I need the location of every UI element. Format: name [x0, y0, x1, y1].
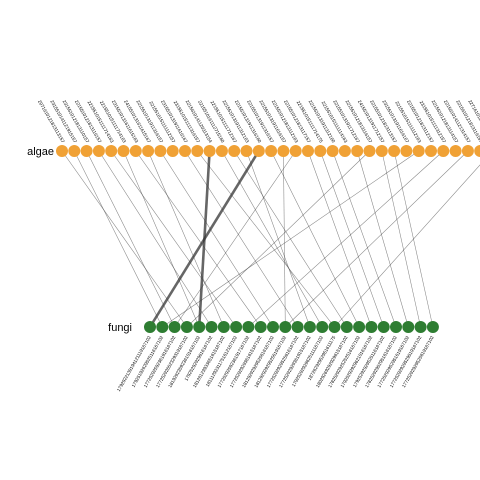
algae-node-9	[166, 145, 179, 157]
edge-5	[123, 150, 200, 328]
algae-node-21	[314, 145, 327, 157]
algae-node-8	[154, 145, 167, 157]
fungi-node-9	[254, 321, 267, 333]
edge-10	[197, 150, 335, 328]
fungi-node-22	[414, 321, 427, 333]
edge-26	[162, 150, 419, 328]
fungi-node-0	[144, 321, 156, 333]
edge-1	[74, 150, 163, 328]
edge-3	[98, 150, 212, 328]
edge-19	[307, 150, 372, 328]
algae-node-5	[117, 145, 130, 157]
edge-7	[147, 150, 225, 328]
edges-layer	[61, 150, 480, 328]
algae-node-20	[302, 145, 314, 157]
fungi-node-6	[217, 321, 230, 333]
edge-6	[135, 150, 261, 328]
algae-node-34	[474, 145, 480, 157]
fungi-node-4	[193, 321, 206, 333]
algae-node-4	[105, 145, 118, 157]
algae-node-7	[142, 145, 155, 157]
algae-node-2	[80, 145, 93, 157]
edge-16	[270, 150, 360, 328]
algae-node-6	[129, 145, 142, 157]
algae-node-0	[56, 145, 68, 157]
fungi-node-14	[316, 321, 329, 333]
algae-node-32	[449, 145, 462, 157]
algae-node-25	[363, 145, 376, 157]
algae-node-33	[461, 145, 474, 157]
fungi-node-15	[328, 321, 341, 333]
edge-23	[186, 150, 370, 328]
fungi-node-18	[365, 321, 378, 333]
algae-node-22	[326, 145, 339, 157]
edge-28	[285, 150, 469, 328]
algae-node-23	[338, 145, 351, 157]
algae-node-3	[92, 145, 105, 157]
fungi-node-12	[291, 321, 304, 333]
fungi-node-21	[402, 321, 415, 333]
fungi-node-5	[205, 321, 218, 333]
fungi-node-2	[168, 321, 181, 333]
edge-21	[332, 150, 397, 328]
algae-node-30	[425, 145, 437, 157]
algae-node-19	[289, 145, 302, 157]
fungi-node-10	[267, 321, 279, 333]
algae-node-31	[437, 145, 450, 157]
bottom-nodes-layer: 1792922139194121119167102179251926295251…	[116, 321, 439, 392]
edge-18	[174, 150, 296, 328]
fungi-node-19	[377, 321, 390, 333]
algae-node-17	[265, 145, 278, 157]
fungi-node-11	[279, 321, 292, 333]
top-row-label: algae	[27, 146, 54, 158]
algae-node-27	[388, 145, 401, 157]
edge-9	[184, 150, 298, 328]
algae-node-13	[215, 145, 228, 157]
fungi-node-20	[390, 321, 402, 333]
algae-node-16	[252, 145, 265, 157]
edge-2	[86, 150, 175, 328]
algae-node-15	[240, 145, 253, 157]
edge-0	[61, 150, 188, 328]
algae-node-18	[277, 145, 290, 157]
algae-node-29	[412, 145, 425, 157]
edge-29	[334, 164, 480, 328]
bottom-row-label: fungi	[108, 322, 132, 334]
edge-22	[356, 150, 409, 328]
fungi-node-17	[353, 321, 366, 333]
edge-27	[248, 150, 444, 328]
fungi-node-8	[242, 321, 255, 333]
edge-15	[148, 150, 260, 328]
edge-20	[320, 150, 384, 328]
edge-12	[221, 150, 323, 328]
algae-node-26	[375, 145, 388, 157]
fungi-node-1	[156, 321, 169, 333]
fungi-node-16	[340, 321, 353, 333]
fungi-node-7	[230, 321, 243, 333]
edge-24	[381, 150, 421, 328]
algae-node-10	[179, 145, 191, 157]
top-nodes-layer: 2071610121813113157231551014112191515723…	[37, 99, 480, 157]
algae-node-1	[68, 145, 81, 157]
algae-node-14	[228, 145, 241, 157]
fungi-node-3	[180, 321, 193, 333]
fungi-node-23	[426, 321, 439, 333]
algae-node-11	[191, 145, 204, 157]
algae-node-24	[351, 145, 364, 157]
edge-8	[160, 150, 274, 328]
algae-node-12	[203, 145, 216, 157]
fungi-node-13	[303, 321, 316, 333]
edge-4	[110, 150, 237, 328]
algae-node-28	[400, 145, 413, 157]
edge-17	[283, 150, 286, 328]
